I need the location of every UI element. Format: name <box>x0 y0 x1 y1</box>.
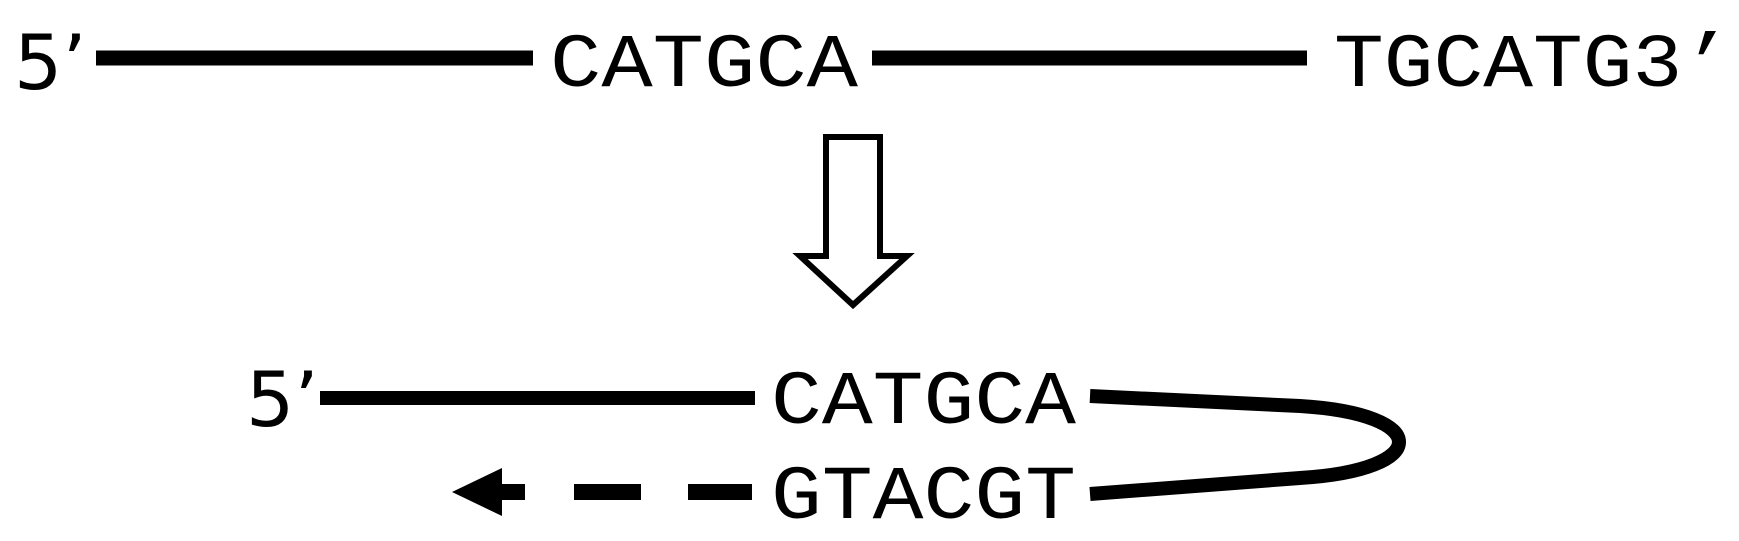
hairpin-top-sequence: CATGCA <box>771 360 1076 446</box>
hairpin-loop-curve <box>1089 389 1406 501</box>
hairpin-bottom-sequence: GTACGT <box>771 455 1076 541</box>
down-arrow-icon <box>792 134 915 310</box>
top-left-sequence: CATGCA <box>550 23 858 109</box>
left-arrowhead-icon <box>452 468 502 516</box>
top-five-prime-label: 5’ <box>14 18 87 107</box>
top-right-sequence: TGCATG3’ <box>1334 23 1732 109</box>
bottom-five-prime-label: 5’ <box>246 355 319 444</box>
